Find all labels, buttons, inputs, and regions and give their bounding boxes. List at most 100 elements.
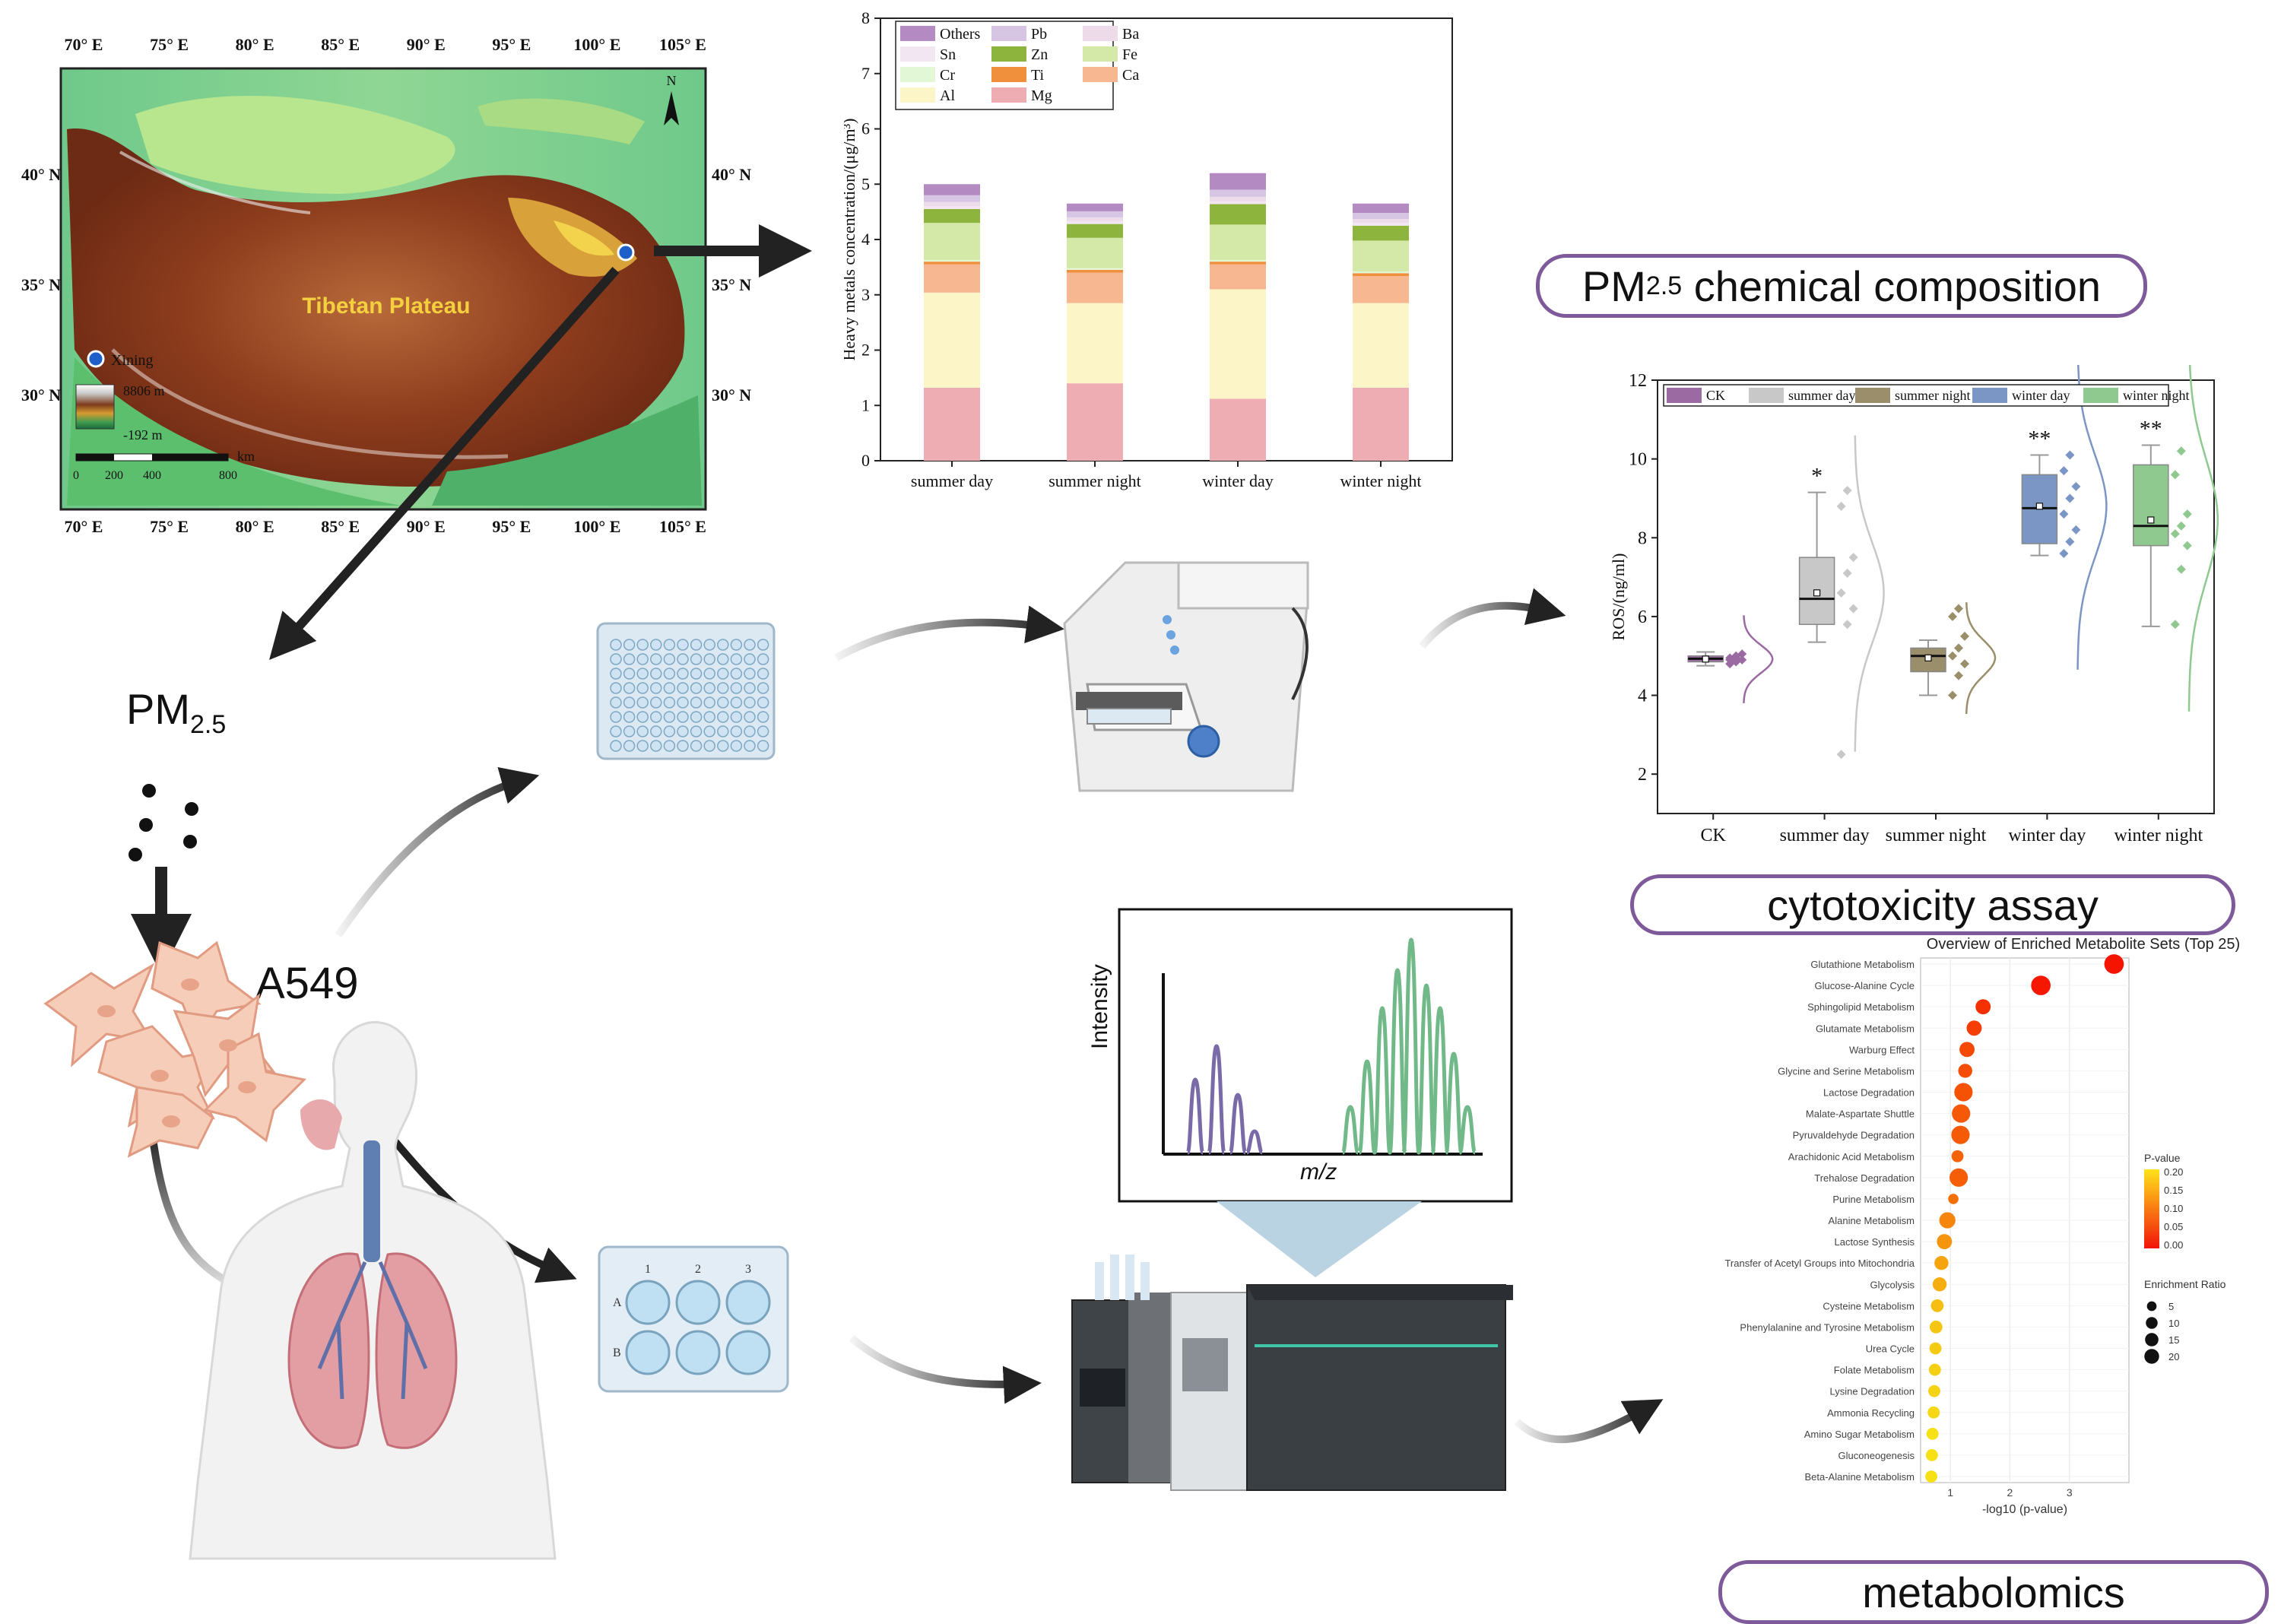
ros-data-point (1948, 690, 1957, 700)
well (650, 639, 662, 651)
pvalue-legend-tick: 0.05 (2164, 1221, 2183, 1232)
ros-legend-label: winter night (2123, 388, 2190, 403)
legend-swatch (900, 26, 935, 41)
bar-x-tick-label: winter night (1340, 471, 1422, 490)
enrichment-dot (1958, 1064, 1972, 1078)
pvalue-legend-tick: 0.10 (2164, 1203, 2183, 1214)
well (730, 668, 743, 680)
enrichment-dot (1928, 1363, 1941, 1376)
ros-y-tick-label: 10 (1629, 450, 1647, 470)
well (757, 711, 769, 723)
xining-marker (617, 243, 635, 262)
ros-data-point (2176, 564, 2186, 574)
bar-legend-label: Ca (1122, 67, 1139, 84)
bar-segment-pb (1210, 189, 1266, 197)
well (757, 682, 769, 694)
intensity-axis-label: Intensity (1087, 964, 1112, 1049)
map-lon-tick-bottom: 75° E (150, 517, 189, 532)
map-lat-tick-left: 30° N (21, 385, 61, 404)
legend-swatch (900, 46, 935, 62)
ros-mean-marker (1924, 654, 1932, 661)
enrichment-category-label: Malate-Aspartate Shuttle (1806, 1109, 1915, 1120)
well (730, 696, 743, 709)
plate-col-label: 3 (745, 1263, 751, 1276)
ros-data-point (2071, 481, 2081, 491)
ros-data-point (2059, 509, 2069, 519)
enrichment-category-label: Beta-Alanine Metabolism (1804, 1471, 1915, 1483)
nasal-cavity-icon (300, 1099, 342, 1150)
enrichment-chart: Overview of Enriched Metabolite Sets (To… (1658, 928, 2266, 1536)
bar-y-tick-label: 6 (861, 119, 870, 138)
pm25-label: PM2.5 (126, 684, 226, 740)
bar-segment-ti (1353, 273, 1409, 277)
legend-swatch (991, 46, 1026, 62)
enrichment-dot (1954, 1083, 1973, 1102)
bar-segment-ca (924, 264, 980, 293)
plate6-to-ms-arrow (849, 1335, 1042, 1404)
ros-legend-label: summer day (1788, 388, 1855, 403)
bar-segment-fe (1067, 237, 1123, 268)
well (650, 696, 662, 709)
bar-x-tick-label: winter day (1202, 471, 1273, 490)
well (690, 740, 703, 752)
enrichment-dot (1928, 1385, 1940, 1397)
enrichment-dot (1951, 1125, 1970, 1144)
legend-swatch (1083, 46, 1118, 62)
bar-segment-others (1210, 173, 1266, 190)
ros-legend-swatch (2083, 388, 2118, 403)
well (703, 696, 715, 709)
enrichment-x-tick-label: 3 (2067, 1486, 2073, 1499)
well (677, 653, 689, 665)
ros-data-point (1836, 588, 1846, 598)
well (703, 725, 715, 737)
enrichment-dot (1930, 1299, 1944, 1312)
well (757, 740, 769, 752)
enrichment-dot (1952, 1104, 1971, 1123)
bar-segment-ca (1067, 272, 1123, 303)
enrichment-x-tick-label: 1 (1947, 1486, 1953, 1499)
enrichment-dot (1937, 1234, 1953, 1250)
mass-spectrum-inset (1118, 908, 1513, 1277)
tarim-basin (135, 96, 455, 194)
well (677, 740, 689, 752)
bar-segment-ca (1210, 264, 1266, 290)
enrichment-dot (1975, 999, 1991, 1015)
north-label: N (667, 73, 677, 88)
bar-y-axis-label: Heavy metals concentration/(μg/m³) (844, 119, 858, 361)
well (663, 740, 676, 752)
bar-y-tick-label: 1 (861, 395, 870, 414)
bar-segment-zn (924, 208, 980, 224)
well (690, 653, 703, 665)
bar-segment-others (924, 184, 980, 195)
enrichment-category-label: Transfer of Acetyl Groups into Mitochond… (1724, 1258, 1915, 1269)
well (663, 725, 676, 737)
well (663, 639, 676, 651)
well (717, 740, 729, 752)
bar-legend-label: Cr (940, 67, 955, 84)
ros-data-point (1737, 655, 1747, 665)
ros-data-point (1842, 486, 1852, 496)
ros-data-point (2059, 466, 2069, 476)
chem-rest: chemical composition (1682, 262, 2102, 310)
map-lon-tick-top: 70° E (65, 35, 103, 54)
bar-segment-cr (1067, 268, 1123, 271)
plate96-to-reader-arrow (834, 605, 1064, 661)
enrichment-dot (1939, 1212, 1956, 1229)
scale-tick: 800 (219, 469, 237, 482)
well (663, 668, 676, 680)
well (677, 668, 689, 680)
pvalue-legend-title: P-value (2144, 1152, 2181, 1164)
well (744, 725, 756, 737)
map-lat-tick-left: 40° N (21, 165, 61, 184)
scale-unit: km (237, 449, 255, 464)
size-legend-dot (2145, 1333, 2159, 1346)
ros-x-tick-label: summer night (1886, 826, 1987, 845)
well (663, 682, 676, 694)
size-legend-tick: 5 (2168, 1301, 2174, 1312)
map-lon-tick-top: 105° E (659, 35, 706, 54)
